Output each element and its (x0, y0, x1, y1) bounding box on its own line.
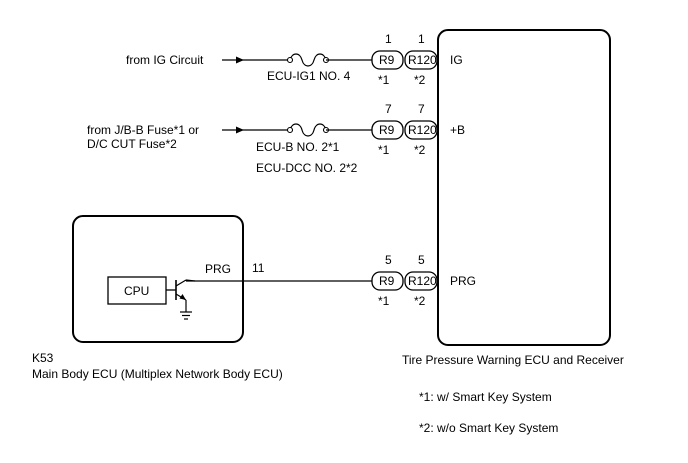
ig-fuse-icon (289, 53, 327, 67)
ig-fuse-label: ECU-IG1 NO. 4 (267, 69, 351, 83)
ig-source-label: from IG Circuit (126, 53, 204, 67)
b-source-label-1: from J/B-B Fuse*1 or (87, 123, 199, 137)
cpu-label: CPU (124, 284, 149, 298)
b-connector-r120 (404, 120, 438, 140)
ig-r9-label: R9 (379, 53, 395, 67)
prg-connector-r9 (371, 271, 404, 291)
tpws-ecu-box (437, 29, 611, 346)
b-note-2: *2 (414, 143, 426, 157)
b-fuse-icon (289, 123, 327, 137)
prg-note-2: *2 (414, 294, 426, 308)
b-arrow-icon (236, 126, 244, 134)
ig-pin-right: 1 (418, 32, 425, 46)
ig-arrow-icon (236, 56, 244, 64)
b-note-1: *1 (378, 143, 390, 157)
cpu-box (107, 276, 167, 305)
tpws-ecu-name: Tire Pressure Warning ECU and Receiver (402, 353, 624, 367)
note-2: *2: w/o Smart Key System (419, 421, 558, 435)
ig-circuit-row: from IG Circuit ECU-IG1 NO. 4 1 1 R9 R12… (126, 32, 463, 87)
ig-connector-r9 (371, 50, 404, 70)
ig-note-2: *2 (414, 73, 426, 87)
b-source-label-2: D/C CUT Fuse*2 (87, 137, 177, 151)
ig-note-1: *1 (378, 73, 390, 87)
prg-note-1: *1 (378, 294, 390, 308)
b-pin-right: 7 (418, 102, 425, 116)
prg-circuit-row: CPU PRG 11 5 5 R9 R120 *1 *2 PRG (107, 253, 476, 320)
main-ecu-terminal-prg: PRG (205, 262, 231, 276)
b-pin-left: 7 (385, 102, 392, 116)
ig-r120-label: R120 (408, 53, 437, 67)
main-ecu-pin-11: 11 (252, 261, 265, 275)
b-circuit-row: from J/B-B Fuse*1 or D/C CUT Fuse*2 ECU-… (87, 102, 465, 175)
b-r9-label: R9 (379, 123, 395, 137)
b-r120-label: R120 (408, 123, 437, 137)
prg-pin-right: 5 (418, 253, 425, 267)
prg-r9-label: R9 (379, 274, 395, 288)
b-fuse-label-1: ECU-B NO. 2*1 (256, 140, 340, 154)
ig-pin-left: 1 (385, 32, 392, 46)
b-fuse-label-2: ECU-DCC NO. 2*2 (256, 161, 358, 175)
prg-pin-left: 5 (385, 253, 392, 267)
main-ecu-name: Main Body ECU (Multiplex Network Body EC… (32, 367, 283, 381)
tpws-terminal-b: +B (450, 123, 465, 137)
prg-connector-r120 (404, 271, 438, 291)
prg-r120-label: R120 (408, 274, 437, 288)
main-ecu-code: K53 (32, 351, 54, 365)
tpws-terminal-ig: IG (450, 53, 463, 67)
note-1: *1: w/ Smart Key System (419, 390, 552, 404)
tpws-terminal-prg: PRG (450, 274, 476, 288)
ground-icon (180, 311, 192, 320)
b-connector-r9 (371, 120, 404, 140)
